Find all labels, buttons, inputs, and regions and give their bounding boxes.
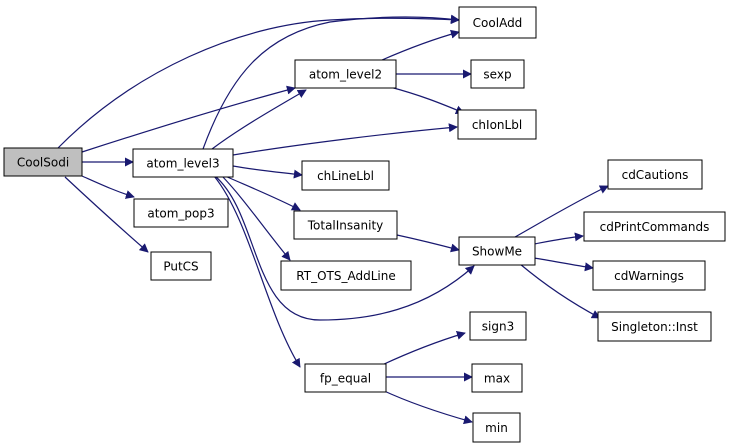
- node-putcs-box: [150, 251, 212, 281]
- node-sign3-box: [469, 311, 527, 341]
- node-chlinelbl[interactable]: chLineLbl: [301, 160, 390, 191]
- node-cdwarnings-box: [592, 260, 706, 291]
- node-cdprintcommands-label: cdPrintCommands: [600, 220, 710, 234]
- node-coolsodi[interactable]: CoolSodi: [3, 147, 83, 177]
- node-totalinsanity-label: TotalInsanity: [307, 219, 384, 233]
- node-max-label: max: [484, 372, 510, 386]
- node-chlinelbl-label: chLineLbl: [317, 169, 374, 183]
- nodes: CoolSodi atom_level3 atom_pop3 PutCS ato…: [3, 6, 726, 443]
- node-totalinsanity[interactable]: TotalInsanity: [293, 210, 398, 240]
- node-cdcautions[interactable]: cdCautions: [607, 159, 703, 190]
- node-chionlbl-label: chIonLbl: [472, 118, 522, 132]
- edge-coolsodi-to-putcs: [64, 176, 149, 253]
- node-sexp-box: [470, 59, 525, 89]
- node-cdcautions-label: cdCautions: [622, 168, 689, 182]
- node-putcs[interactable]: PutCS: [150, 251, 212, 281]
- edge-atom-level3-to-chlinelbl: [232, 165, 303, 179]
- edge-atom-level3-to-totalinsanity: [224, 175, 301, 211]
- node-sexp[interactable]: sexp: [470, 59, 525, 89]
- node-cooladd[interactable]: CoolAdd: [458, 6, 537, 39]
- node-putcs-label: PutCS: [163, 260, 198, 274]
- edge-totalinsanity-to-showme: [396, 234, 460, 253]
- node-max-box: [471, 363, 523, 393]
- node-fp-equal[interactable]: fp_equal: [304, 363, 387, 393]
- edge-coolsodi-to-atom-level2: [81, 85, 296, 153]
- edge-atom-level3-to-fp-equal: [213, 175, 301, 368]
- node-sign3[interactable]: sign3: [469, 311, 527, 341]
- node-cdwarnings[interactable]: cdWarnings: [592, 260, 706, 291]
- node-fp-equal-label: fp_equal: [320, 372, 371, 386]
- node-cdwarnings-label: cdWarnings: [614, 269, 684, 283]
- edge-atom-level3-to-atom-level2: [211, 89, 307, 150]
- node-atom-level2-label: atom_level2: [309, 68, 382, 82]
- node-chlinelbl-box: [301, 160, 390, 191]
- node-atom-level3[interactable]: atom_level3: [132, 148, 234, 178]
- edges: [57, 14, 609, 425]
- node-min-label: min: [485, 421, 508, 435]
- node-rt-ots-addline-box: [280, 260, 412, 291]
- node-atom-pop3-label: atom_pop3: [147, 207, 214, 221]
- node-coolsodi-label: CoolSodi: [17, 156, 69, 170]
- edge-atom-level3-to-rt-ots-addline: [221, 175, 291, 261]
- edge-atom-level3-to-chionlbl: [232, 123, 458, 156]
- node-min[interactable]: min: [472, 412, 521, 443]
- node-atom-level3-label: atom_level3: [146, 157, 219, 171]
- node-showme-box: [458, 236, 536, 266]
- node-atom-level2[interactable]: atom_level2: [294, 59, 397, 89]
- node-min-box: [472, 412, 521, 443]
- edge-fp-equal-to-sign3: [381, 331, 466, 366]
- node-atom-level2-box: [294, 59, 397, 89]
- edge-atom-level2-to-cooladd: [381, 29, 460, 61]
- node-cooladd-label: CoolAdd: [473, 16, 523, 30]
- node-fp-equal-box: [304, 363, 387, 393]
- edge-atom-level2-to-chionlbl: [389, 86, 465, 115]
- node-cdprintcommands-box: [583, 211, 726, 242]
- edge-coolsodi-to-atom-pop3: [81, 175, 135, 199]
- node-sign3-label: sign3: [482, 320, 514, 334]
- node-chionlbl-box: [457, 109, 537, 140]
- node-cdcautions-box: [607, 159, 703, 190]
- node-sexp-label: sexp: [483, 68, 511, 82]
- edge-showme-to-cdwarnings: [533, 257, 594, 272]
- edge-showme-to-cdcautions: [514, 185, 609, 238]
- node-singleton-inst[interactable]: Singleton::Inst: [597, 311, 712, 342]
- edge-coolsodi-to-cooladd: [57, 15, 460, 149]
- node-cooladd-box: [458, 6, 537, 39]
- node-singleton-inst-box: [597, 311, 712, 342]
- edge-atom-level3-to-showme: [214, 175, 475, 321]
- edge-showme-to-singleton-inst: [519, 263, 601, 319]
- node-max[interactable]: max: [471, 363, 523, 393]
- node-atom-pop3-box: [133, 198, 229, 228]
- node-atom-level3-box: [132, 148, 234, 178]
- edge-atom-level3-to-cooladd: [202, 14, 460, 150]
- node-totalinsanity-box: [293, 210, 398, 240]
- node-atom-pop3[interactable]: atom_pop3: [133, 198, 229, 228]
- node-rt-ots-addline-label: RT_OTS_AddLine: [296, 269, 395, 283]
- edge-fp-equal-to-min: [381, 389, 473, 425]
- node-singleton-inst-label: Singleton::Inst: [611, 320, 698, 334]
- node-showme-label: ShowMe: [472, 245, 522, 259]
- node-coolsodi-box: [3, 147, 83, 177]
- edge-showme-to-cdprintcommands: [533, 232, 584, 245]
- node-cdprintcommands[interactable]: cdPrintCommands: [583, 211, 726, 242]
- node-showme[interactable]: ShowMe: [458, 236, 536, 266]
- node-chionlbl[interactable]: chIonLbl: [457, 109, 537, 140]
- node-rt-ots-addline[interactable]: RT_OTS_AddLine: [280, 260, 412, 291]
